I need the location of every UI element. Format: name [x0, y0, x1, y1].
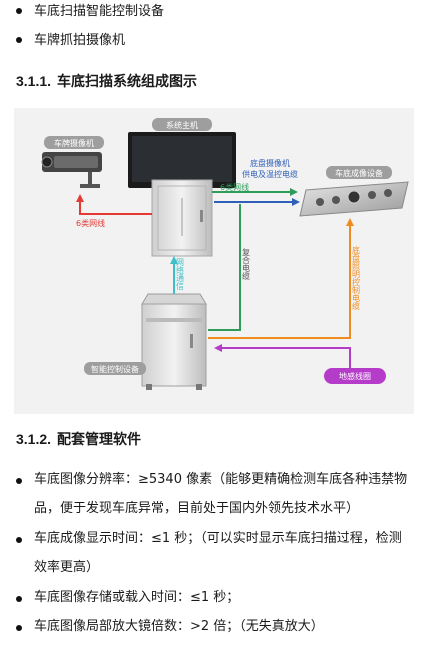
controller-handle-icon — [190, 334, 193, 348]
section-number: 3.1.1. — [16, 73, 52, 89]
host-label-bg — [152, 118, 212, 131]
section-heading-311: 3.1.1. 车底扫描系统组成图示 — [16, 72, 197, 91]
section-number: 3.1.2. — [16, 431, 52, 447]
link-camera-cat6 — [76, 194, 152, 215]
bullet-dot — [16, 36, 22, 43]
camera-lens-icon — [41, 156, 53, 168]
link-ground-loop-riser — [324, 347, 351, 368]
cabinet-handle-icon — [200, 210, 203, 222]
section-title: 配套管理软件 — [57, 432, 142, 448]
spec-line: 车底图像存储或载入时间：≤1 秒； — [34, 590, 240, 605]
monitor-screen-icon — [132, 136, 232, 182]
imaging-label-bg — [326, 166, 392, 179]
imaging-camera-icon — [347, 190, 361, 204]
camera-base-icon — [80, 184, 100, 188]
host-cabinet — [151, 179, 213, 257]
plate-camera — [41, 152, 102, 188]
spec-line: 车底图像局部放大镜倍数：>2 倍；（无失真放大） — [34, 619, 324, 634]
camera-mount-icon — [88, 172, 92, 186]
bullet-dot — [16, 478, 22, 484]
chassis-cam-label-1: 底盘摄像机 — [250, 158, 290, 168]
controller-label-bg — [84, 362, 146, 375]
bullet-dot — [16, 625, 22, 631]
camera-label-bg — [44, 136, 104, 149]
camera-label: 车牌摄像机 — [54, 138, 94, 148]
controller-body-icon — [141, 303, 207, 387]
cat6-right-label: 6类网线 — [220, 182, 249, 192]
bullet-dot — [16, 596, 22, 602]
bullet-dot — [16, 7, 22, 14]
section-title: 车底扫描系统组成图示 — [57, 74, 198, 90]
imaging-lamp-icon — [368, 191, 376, 199]
spec-line: 效率更高） — [34, 560, 100, 575]
imaging-lamp-icon — [384, 189, 392, 197]
controller-foot-icon — [196, 384, 202, 390]
cat6-left-label: 6类网线 — [76, 218, 105, 228]
link-composite-cable — [208, 204, 241, 331]
imaging-label: 车底成像设备 — [335, 168, 383, 178]
camera-hood-icon — [54, 156, 98, 168]
controller-label: 智能控制设备 — [91, 364, 139, 374]
host-label: 系统主机 — [166, 120, 198, 130]
bullet-dot — [16, 537, 22, 543]
chassis-cam-label-2: 供电及温控电缆 — [242, 169, 298, 179]
ground-loop-box — [324, 368, 386, 384]
composite-cable-label: 复合电缆 — [242, 247, 251, 281]
bullet-item-controller: 车底扫描智能控制设备 — [16, 3, 164, 21]
network-label: 网络通信 — [176, 258, 185, 291]
imaging-lamp-icon — [332, 196, 340, 204]
section-heading-312: 3.1.2. 配套管理软件 — [16, 430, 141, 449]
system-composition-diagram: 车牌摄像机 系统主机 车底成像设备 智能控制设备 地感线圈 6类 — [14, 108, 414, 414]
controller-cabinet — [141, 293, 207, 390]
imaging-lamp-icon — [316, 198, 324, 206]
ground-loop-label: 地感线圈 — [339, 371, 371, 381]
spec-line: 品，便于发现车底异常，目前处于国内外领先技术水平） — [34, 501, 360, 516]
cabinet-door-icon — [157, 185, 207, 251]
link-lighting-cable — [208, 218, 354, 339]
bullet-text: 车牌抓拍摄像机 — [34, 33, 126, 48]
controller-roof-icon — [141, 293, 207, 305]
controller-vent-icon — [146, 318, 202, 322]
spec-line: 车底图像分辨率：≥5340 像素（能够更精确检测车底各种违禁物 — [34, 472, 408, 487]
host-monitor — [128, 132, 236, 194]
underbody-imaging-device — [299, 181, 409, 217]
controller-foot-icon — [146, 384, 152, 390]
spec-line: 车底成像显示时间：≤1 秒；（可以实时显示车底扫描过程，检测 — [34, 531, 402, 546]
bullet-item-camera: 车牌抓拍摄像机 — [16, 32, 125, 50]
lighting-cable-label: 底盘照明控制电缆 — [352, 245, 361, 311]
bullet-text: 车底扫描智能控制设备 — [34, 4, 165, 19]
